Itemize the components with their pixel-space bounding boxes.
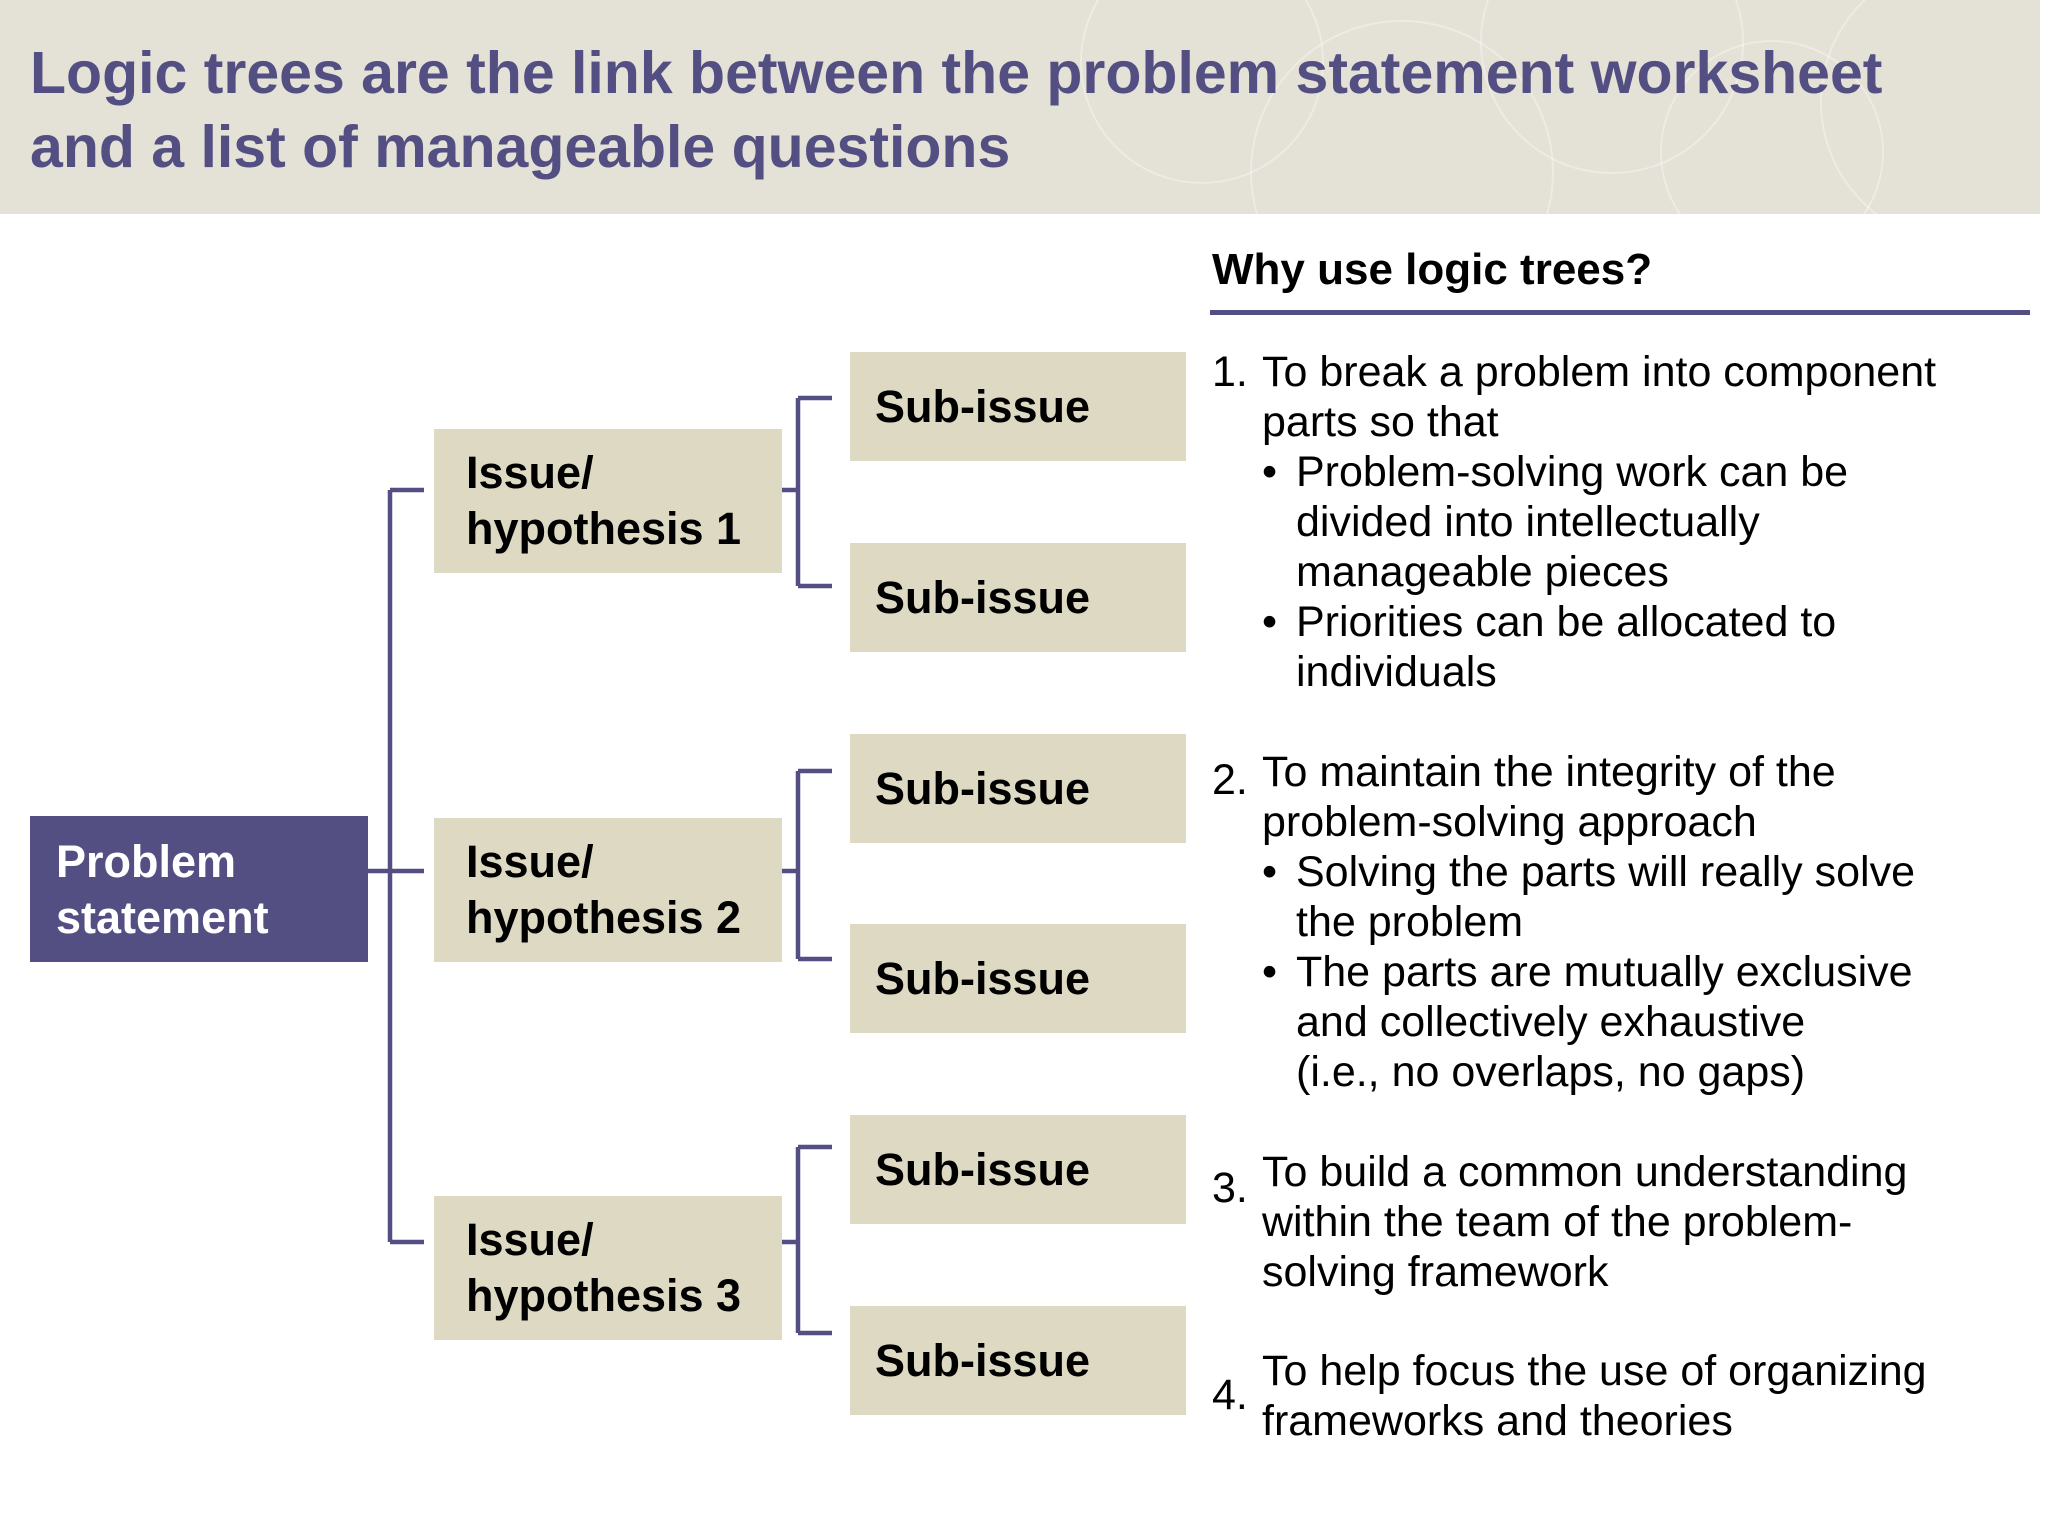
reason-line: To help focus the use of organizing	[1262, 1347, 1927, 1395]
issue3-bracket	[766, 1144, 832, 1336]
bullet-line: and collectively exhaustive	[1296, 998, 1806, 1046]
reason-line: problem-solving approach	[1262, 798, 1757, 846]
page-title: Logic trees are the link between the pro…	[30, 36, 2010, 184]
sub-issue-box: Sub-issue	[850, 543, 1186, 652]
problem-line: Problem	[56, 836, 237, 887]
sub-issue-box: Sub-issue	[850, 734, 1186, 843]
title-line: and a list of manageable questions	[30, 114, 1011, 180]
decorative-ring	[1820, 0, 2040, 214]
reason-3: 3. To build a common understanding withi…	[1212, 1147, 2032, 1297]
bullet-line: the problem	[1296, 898, 1524, 946]
reason-1: 1. To break a problem into component par…	[1212, 347, 2032, 697]
bullet-line: The parts are mutually exclusive	[1296, 948, 1913, 996]
issue-line: hypothesis 3	[466, 1270, 742, 1321]
issue-line: Issue/	[466, 836, 594, 887]
issue-line: hypothesis 2	[466, 892, 742, 943]
bullet-line: individuals	[1296, 648, 1497, 696]
issue-box-3: Issue/ hypothesis 3	[434, 1196, 782, 1340]
reason-line: frameworks and theories	[1262, 1397, 1733, 1445]
issue-box-2: Issue/ hypothesis 2	[434, 818, 782, 962]
title-line: Logic trees are the link between the pro…	[30, 40, 1883, 106]
problem-line: statement	[56, 892, 269, 943]
bullet-line: Priorities can be allocated to	[1296, 598, 1837, 646]
issue1-bracket	[766, 395, 832, 589]
reason-number: 4.	[1212, 1371, 1248, 1419]
bullet-item: Solving the parts will really solve the …	[1262, 847, 2032, 947]
sub-issue-box: Sub-issue	[850, 352, 1186, 461]
reason-line: To maintain the integrity of the	[1262, 748, 1836, 796]
problem-to-issues-bracket	[368, 487, 424, 1245]
why-heading: Why use logic trees?	[1212, 245, 1653, 294]
reason-number: 2.	[1212, 756, 1248, 804]
sub-issue-box: Sub-issue	[850, 1306, 1186, 1415]
sub-issue-box: Sub-issue	[850, 1115, 1186, 1224]
issue-line: Issue/	[466, 1214, 594, 1265]
bullet-line: divided into intellectually	[1296, 498, 1760, 546]
bullet-line: manageable pieces	[1296, 548, 1669, 596]
reason-2: 2. To maintain the integrity of the prob…	[1212, 747, 2032, 1097]
reason-line: To build a common understanding	[1262, 1148, 1908, 1196]
heading-underline	[1210, 310, 2030, 315]
reason-number: 3.	[1212, 1164, 1248, 1212]
bullet-item: Problem-solving work can be divided into…	[1262, 447, 2032, 597]
reason-line: To break a problem into component	[1262, 348, 1937, 396]
bullet-item: The parts are mutually exclusive and col…	[1262, 947, 2032, 1097]
reason-4: 4. To help focus the use of organizing f…	[1212, 1346, 2032, 1446]
sub-issue-box: Sub-issue	[850, 924, 1186, 1033]
issue-box-1: Issue/ hypothesis 1	[434, 429, 782, 573]
reason-line: within the team of the problem-	[1262, 1198, 1853, 1246]
bullet-line: Problem-solving work can be	[1296, 448, 1849, 496]
bullet-line: (i.e., no overlaps, no gaps)	[1296, 1048, 1806, 1096]
issue-line: Issue/	[466, 447, 594, 498]
reason-line: parts so that	[1262, 398, 1499, 446]
bullet-item: Priorities can be allocated to individua…	[1262, 597, 2032, 697]
title-banner: Logic trees are the link between the pro…	[0, 0, 2040, 214]
bullet-line: Solving the parts will really solve	[1296, 848, 1915, 896]
issue-line: hypothesis 1	[466, 503, 742, 554]
problem-statement-box: Problem statement	[30, 816, 368, 962]
issue2-bracket	[766, 768, 832, 962]
reason-number: 1.	[1212, 348, 1248, 396]
reason-line: solving framework	[1262, 1248, 1609, 1296]
